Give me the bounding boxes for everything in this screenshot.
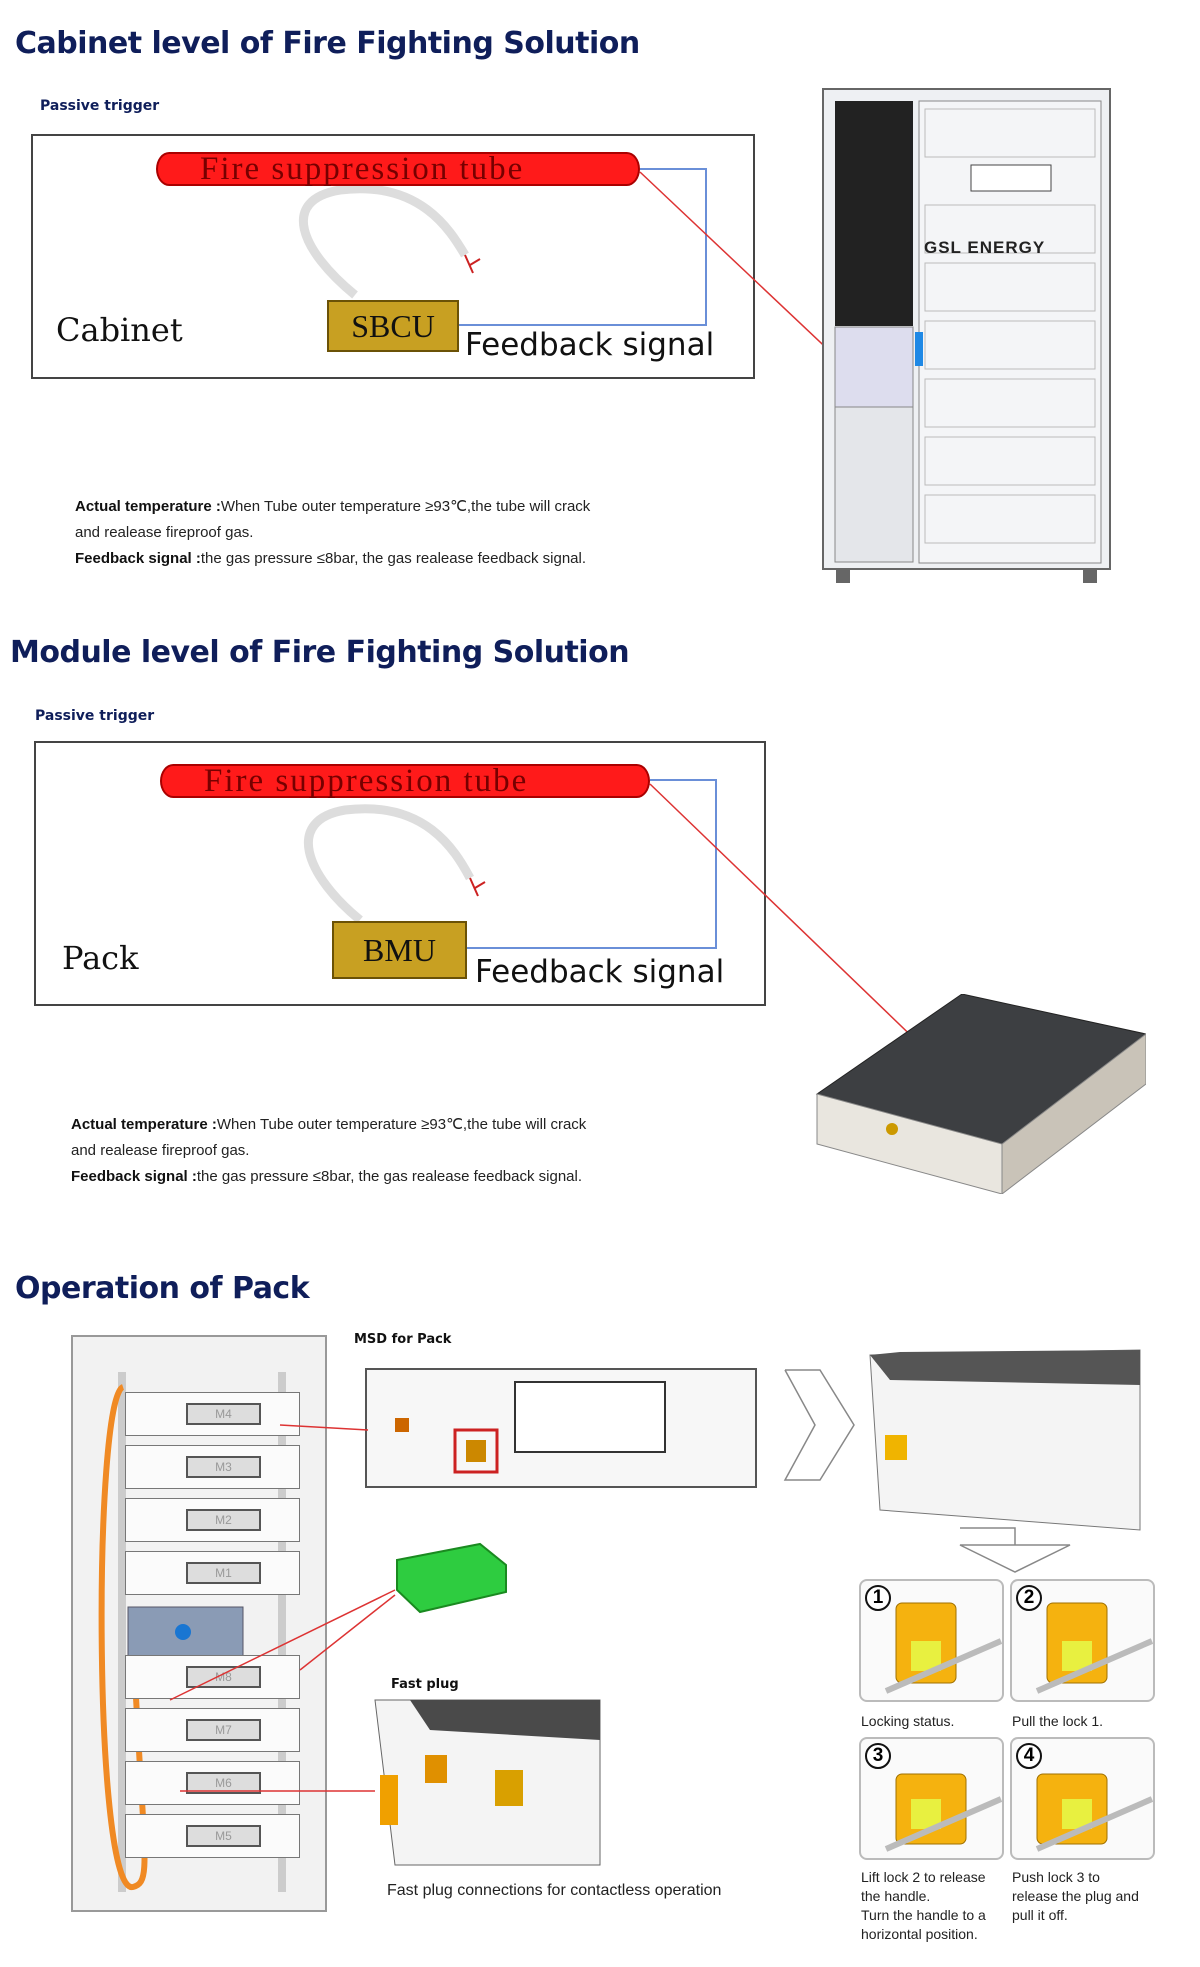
step-3-caption: Lift lock 2 to release the handle. Turn th… [861, 1868, 1011, 1944]
temp-text: When Tube outer temperature ≥93℃,the tub… [220, 498, 591, 515]
temp-title: Actual temperature : [75, 498, 221, 515]
rack-module: M7 [125, 1708, 300, 1752]
cabinet-connection-lines [298, 168, 946, 461]
temp-text: When Tube outer temperature ≥93℃,the tub… [216, 1116, 587, 1133]
module-label: M5 [186, 1825, 261, 1847]
temp-title: Actual temperature : [71, 1116, 217, 1133]
cabinet-section-title: Cabinet level of Fire Fighting Solution [15, 26, 640, 61]
rack-module: M1 [125, 1551, 300, 1595]
fire-suppression-tube: Fire suppression tube [156, 152, 640, 186]
feedback-signal-label-2: Feedback signal [475, 954, 725, 990]
fast-plug-label: Fast plug [391, 1677, 459, 1692]
rack-module: M3 [125, 1445, 300, 1489]
step-2-caption: Pull the lock 1. [1012, 1712, 1162, 1731]
connector-icon [1035, 1602, 1154, 1694]
fire-suppression-tube-2: Fire suppression tube [160, 764, 650, 798]
green-bracket-icon [396, 1542, 507, 1614]
feedback-title: Feedback signal : [71, 1168, 197, 1185]
step-2-panel: 2 [1010, 1579, 1155, 1702]
module-label: M1 [186, 1562, 261, 1584]
step-1-caption: Locking status. [861, 1712, 1011, 1731]
feedback-text: the gas pressure ≤8bar, the gas realease… [196, 1168, 583, 1185]
passive-trigger-label: Passive trigger [40, 98, 160, 114]
rack-module: M2 [125, 1498, 300, 1542]
pack-label: Pack [62, 939, 139, 977]
step-number: 3 [865, 1743, 891, 1769]
connector-icon [884, 1602, 1003, 1694]
caption-line: release the plug and [1012, 1888, 1139, 1904]
rack-module: M8 [125, 1655, 300, 1699]
module-description: Actual temperature :When Tube outer temp… [71, 1112, 586, 1190]
module-label: M2 [186, 1509, 261, 1531]
caption-line: Pull the lock 1. [1012, 1713, 1104, 1729]
temp-text-2: and realease fireproof gas. [71, 1142, 250, 1159]
down-arrow-icon [959, 1527, 1071, 1573]
module-label: M4 [186, 1403, 261, 1425]
connector-icon [1035, 1773, 1154, 1852]
msd-label: MSD for Pack [354, 1332, 452, 1347]
feedback-text: the gas pressure ≤8bar, the gas realease… [200, 550, 587, 567]
caption-line: Lift lock 2 to release [861, 1869, 986, 1885]
rack-module: M4 [125, 1392, 300, 1436]
fast-plug-caption: Fast plug connections for contactless op… [387, 1882, 722, 1899]
cabinet-label: Cabinet [56, 311, 183, 349]
feedback-title: Feedback signal : [75, 550, 201, 567]
step-3-panel: 3 [859, 1737, 1004, 1860]
step-number: 4 [1016, 1743, 1042, 1769]
caption-line: the handle. [861, 1888, 931, 1904]
step-4-panel: 4 [1010, 1737, 1155, 1860]
caption-line: Push lock 3 to [1012, 1869, 1100, 1885]
step-number: 1 [865, 1585, 891, 1611]
connector-icon [884, 1773, 1003, 1852]
caption-line: pull it off. [1012, 1907, 1068, 1923]
brand-label: GSL ENERGY [924, 238, 1046, 257]
sensor-hose-icon [298, 184, 469, 299]
caption-line: Turn the handle to a [861, 1907, 986, 1923]
cabinet-image: GSL ENERGY [821, 87, 1112, 585]
module-connection-lines [303, 779, 956, 1079]
step-4-caption: Push lock 3 to release the plug and pull i… [1012, 1868, 1162, 1925]
module-section-title: Module level of Fire Fighting Solution [10, 635, 630, 670]
operation-drawings [169, 1349, 1141, 1866]
module-label: M3 [186, 1456, 261, 1478]
right-arrow-icon [783, 1369, 855, 1481]
caption-line: horizontal position. [861, 1926, 978, 1942]
temp-text-2: and realease fireproof gas. [75, 524, 254, 541]
operation-section-title: Operation of Pack [15, 1271, 310, 1306]
caption-line: Locking status. [861, 1713, 955, 1729]
bmu-block: BMU [332, 921, 467, 979]
pack-image [815, 994, 1146, 1194]
feedback-signal-label: Feedback signal [465, 327, 715, 363]
module-label: M6 [186, 1772, 261, 1794]
rack-module: M6 [125, 1761, 300, 1805]
rack-module: M5 [125, 1814, 300, 1858]
cabinet-description: Actual temperature :When Tube outer temp… [75, 494, 590, 572]
sbcu-block: SBCU [327, 300, 459, 352]
step-number: 2 [1016, 1585, 1042, 1611]
passive-trigger-label-2: Passive trigger [35, 708, 155, 724]
step-1-panel: 1 [859, 1579, 1004, 1702]
module-label: M7 [186, 1719, 261, 1741]
